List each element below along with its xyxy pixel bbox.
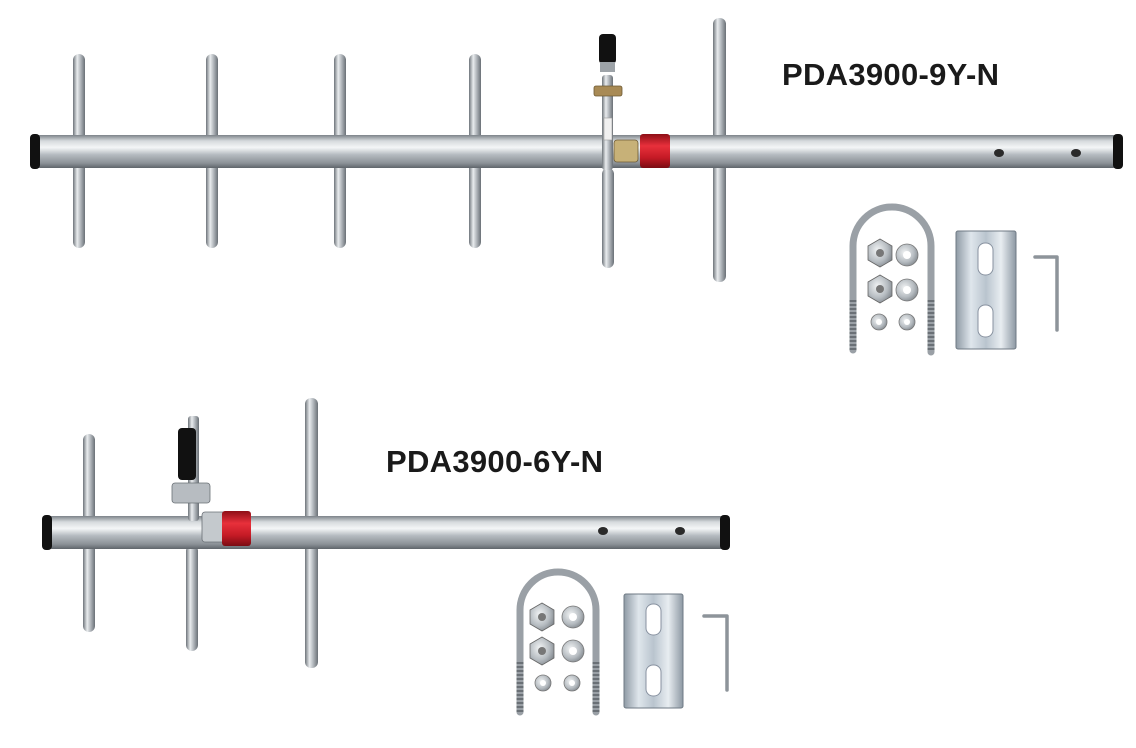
mounting-kit-9y (849, 203, 1059, 356)
antenna-9y (30, 18, 1123, 356)
model-label-9y: PDA3900-9Y-N (782, 57, 1000, 92)
u-bolt (849, 203, 935, 356)
mount-hole (675, 527, 685, 535)
hex-key (702, 614, 729, 692)
hex-key (1033, 255, 1059, 332)
end-cap-left (30, 134, 40, 169)
dipole-feed-9y (593, 34, 670, 170)
mount-hole (598, 527, 608, 535)
element-rod (602, 168, 614, 268)
element-rod (186, 545, 198, 651)
end-cap (599, 34, 616, 64)
u-bolt (516, 568, 600, 716)
dipole-feed-6y (171, 416, 251, 546)
n-connector-red (222, 511, 251, 546)
n-connector-red (640, 134, 670, 168)
mount-hole (994, 149, 1004, 157)
end-cap (178, 428, 196, 480)
mount-hole (1071, 149, 1081, 157)
mount-plate (623, 593, 684, 709)
end-cap-left (42, 515, 52, 550)
antenna-6y (42, 398, 730, 716)
end-cap-right (720, 515, 730, 550)
boom-9y (34, 135, 1119, 168)
mounting-kit-6y (516, 568, 729, 716)
end-cap-right (1113, 134, 1123, 169)
boom-6y (46, 516, 726, 549)
model-label-6y: PDA3900-6Y-N (386, 444, 604, 479)
mount-plate (955, 230, 1017, 350)
